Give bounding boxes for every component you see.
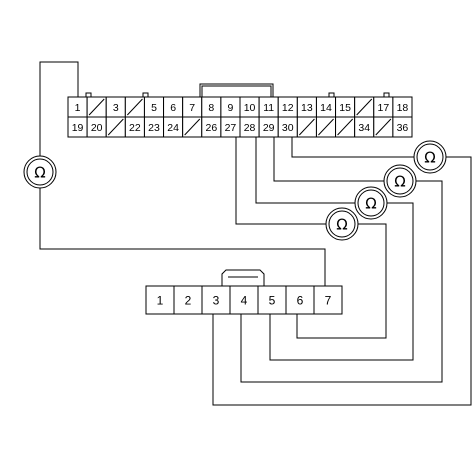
pin-label: 3	[113, 102, 119, 114]
pin-label: 5	[151, 102, 157, 114]
ohm-symbol: Ω	[394, 173, 405, 191]
locator-tab	[328, 92, 335, 98]
pin-label: 30	[282, 122, 294, 134]
locator-tab	[383, 92, 390, 98]
unused-pin-slash	[184, 118, 201, 136]
pin-label: 13	[301, 102, 313, 114]
unused-pin-slash	[375, 118, 392, 136]
pin-label: 19	[72, 122, 84, 134]
wire-pin1-to-pin7	[39, 61, 79, 156]
pin-label: 23	[148, 122, 160, 134]
pin-cell	[313, 285, 343, 315]
connector-latch	[199, 83, 274, 97]
ohmmeter: Ω	[413, 140, 447, 174]
pin-cell	[229, 285, 259, 315]
unused-pin-slash	[337, 118, 354, 136]
pin-label: 9	[228, 102, 234, 114]
unused-pin-slash	[356, 98, 373, 116]
pin-label: 29	[263, 122, 275, 134]
ohmmeter: Ω	[23, 155, 57, 189]
pin-label: 5	[269, 294, 276, 308]
pin-cell	[173, 285, 203, 315]
ohm-symbol: Ω	[365, 195, 376, 213]
unused-pin-slash	[298, 118, 315, 136]
wire-pin28	[255, 137, 355, 204]
pin-cell	[145, 285, 175, 315]
connector-latch	[221, 269, 265, 287]
pin-label: 2	[185, 294, 192, 308]
pin-label: 36	[397, 122, 409, 134]
pin-cell	[392, 116, 413, 138]
pin-label: 10	[244, 102, 256, 114]
locator-tab	[142, 92, 149, 98]
pin-label: 24	[167, 122, 179, 134]
wire-pin29-to-pin4	[240, 180, 443, 383]
unused-pin-slash	[107, 118, 124, 136]
locator-tab	[85, 92, 92, 98]
pin-label: 27	[225, 122, 237, 134]
pin-label: 11	[263, 102, 274, 114]
pin-label: 8	[208, 102, 214, 114]
unused-pin-slash	[88, 98, 105, 116]
pin-label: 26	[205, 122, 217, 134]
pin-label: 1	[157, 294, 164, 308]
wires	[39, 61, 472, 406]
unused-pin-slash	[126, 98, 143, 116]
unused-pin-slash	[318, 118, 334, 136]
pin-label: 6	[170, 102, 176, 114]
pin-label: 12	[282, 102, 294, 114]
pin-label: 1	[75, 102, 81, 114]
pin-label: 7	[189, 102, 195, 114]
pin-label: 4	[241, 294, 248, 308]
ohm-symbol: Ω	[336, 216, 347, 234]
wire-pin30	[291, 137, 414, 158]
connector-7-pin: 1 2 3 4 5 6 7	[145, 269, 343, 315]
pin-label: 20	[91, 122, 103, 134]
ohm-symbol: Ω	[34, 164, 45, 182]
pin-label: 18	[397, 102, 409, 114]
pin-label: 3	[213, 294, 220, 308]
ohmmeter: Ω	[354, 186, 388, 220]
wire-pin28-to-pin5	[269, 202, 414, 361]
pin-label: 6	[297, 294, 304, 308]
ohmmeter: Ω	[383, 164, 417, 198]
pin-label: 15	[339, 102, 351, 114]
ohm-symbol: Ω	[424, 149, 435, 167]
wire-pin1-to-pin7	[39, 188, 326, 286]
wire-pin29	[273, 137, 384, 182]
wire-pin27	[235, 137, 326, 225]
wire-pin30-to-pin3	[212, 156, 472, 406]
pin-label: 14	[320, 102, 332, 114]
pin-label: 22	[129, 122, 141, 134]
pin-cell	[285, 285, 315, 315]
pin-label: 34	[358, 122, 370, 134]
wire-pin27-to-pin6	[296, 223, 387, 339]
pin-label: 17	[377, 102, 389, 114]
pin-label: 28	[244, 122, 256, 134]
ohmmeter: Ω	[325, 207, 359, 241]
pin-label: 7	[325, 294, 332, 308]
